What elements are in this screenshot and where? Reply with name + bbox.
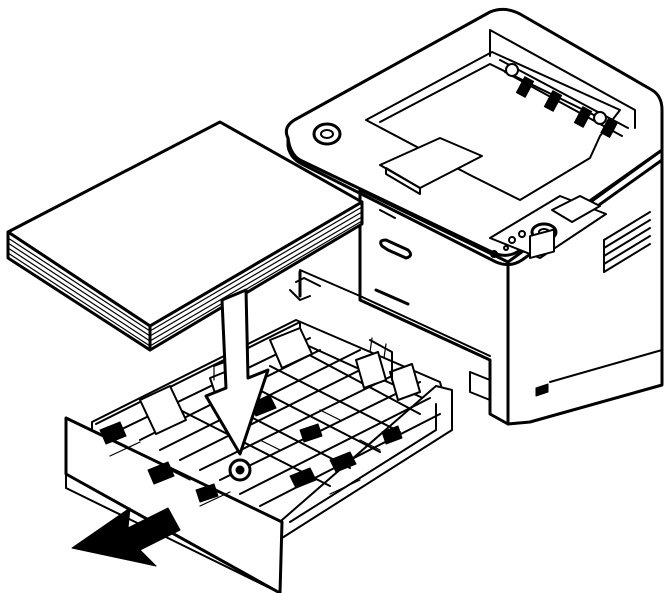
printer-base-line xyxy=(469,359,509,425)
front-handle-slot xyxy=(379,238,413,260)
front-slot-lower xyxy=(374,288,410,306)
power-connector-icon xyxy=(529,228,555,397)
exit-rollers xyxy=(499,59,629,138)
control-panel xyxy=(489,195,607,259)
output-tray-back-wall xyxy=(489,29,636,129)
output-tray-inner-line xyxy=(379,63,601,123)
paper-tray xyxy=(64,319,453,593)
printer-top-edge xyxy=(286,136,664,267)
load-paper-arrow xyxy=(204,288,270,456)
tray-slot xyxy=(289,269,491,357)
power-button-icon xyxy=(312,122,342,146)
insert-tray-arrow xyxy=(71,507,181,567)
paper-stack xyxy=(6,120,364,352)
side-vents xyxy=(603,211,651,273)
paper-sheet-lines xyxy=(7,206,363,347)
paper-stack-side xyxy=(148,200,364,352)
printer xyxy=(284,7,664,426)
tray-internal-mechanism xyxy=(99,327,441,507)
